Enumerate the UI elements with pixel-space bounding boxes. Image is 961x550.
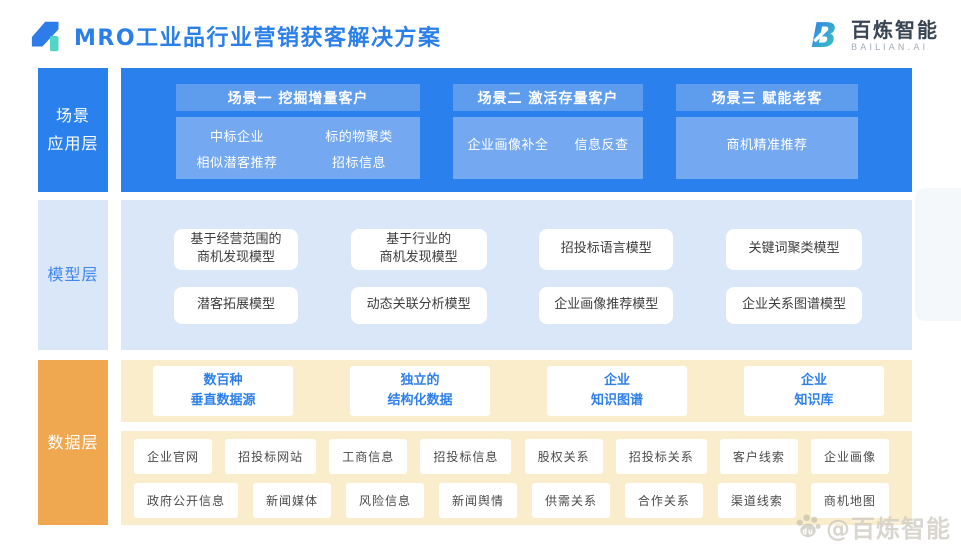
scenario-title: 场景二 激活存量客户: [453, 84, 643, 111]
model-box: 动态关联分析模型: [350, 286, 487, 324]
scenario-item: 中标企业: [209, 129, 264, 145]
model-box: 关键词聚类模型: [725, 229, 862, 270]
scenario-item: 商机精准推荐: [726, 137, 808, 153]
model-box: 企业画像推荐模型: [539, 286, 674, 324]
model-box: 企业关系图谱模型: [725, 286, 862, 324]
scenario-layer-label-line1: 场景: [55, 106, 90, 125]
scenario-item: 招标信息: [331, 155, 386, 171]
paw-icon: du: [796, 514, 821, 538]
watermark: du @百炼智能: [795, 509, 951, 544]
source-box: 企业官网: [134, 438, 213, 474]
source-box: 企业画像: [810, 438, 889, 474]
scenario-items: 商机精准推荐: [676, 117, 858, 179]
layer-scenario: 场景 应用层 场景一 挖掘增量客户 中标企业 标的物聚类 相似潜客推荐 招标信息…: [38, 68, 912, 192]
scenario-panel: 场景一 挖掘增量客户 中标企业 标的物聚类 相似潜客推荐 招标信息 场景二 激活…: [121, 68, 912, 192]
source-row: 企业官网 招投标网站 工商信息 招投标信息 股权关系 招投标关系 客户线索 企业…: [134, 438, 889, 474]
svg-text:B: B: [811, 16, 837, 56]
source-box: 渠道线索: [717, 482, 796, 518]
brand-lockup: B 百炼智能 BAILIAN.AI: [804, 16, 939, 56]
scenario-card-3: 场景三 赋能老客 商机精准推荐: [676, 84, 858, 179]
brand-subtitle: BAILIAN.AI: [851, 42, 929, 53]
layer-data: 数据层 数百种 垂直数据源 独立的 结构化数据 企业 知识图谱 企业 知识库: [38, 360, 912, 525]
page-title: MRO工业品行业营销获客解决方案: [74, 26, 442, 51]
scenario-card-1: 场景一 挖掘增量客户 中标企业 标的物聚类 相似潜客推荐 招标信息: [176, 84, 420, 179]
header: MRO工业品行业营销获客解决方案 B 百炼智能 BAILIAN.AI: [0, 0, 961, 68]
source-box: 政府公开信息: [134, 482, 239, 518]
svg-text:du: du: [802, 527, 814, 535]
brand-name: 百炼智能: [851, 17, 939, 42]
model-box: 招投标语言模型: [539, 229, 674, 270]
capability-box: 企业 知识图谱: [547, 365, 687, 417]
source-box: 商机地图: [810, 482, 889, 518]
capability-box: 企业 知识库: [744, 365, 884, 417]
scenario-layer-label: 场景 应用层: [38, 68, 108, 192]
source-row: 政府公开信息 新闻媒体 风险信息 新闻舆情 供需关系 合作关系 渠道线索 商机地…: [134, 482, 889, 518]
model-panel: 基于经营范围的 商机发现模型 基于行业的 商机发现模型 招投标语言模型 关键词聚…: [121, 200, 912, 350]
source-box: 股权关系: [524, 438, 603, 474]
scenario-item: 信息反查: [574, 137, 629, 153]
bailian-logo-icon: B: [811, 16, 837, 56]
scenario-card-2: 场景二 激活存量客户 企业画像补全 信息反查: [453, 84, 643, 179]
scenario-layer-label-line2: 应用层: [47, 134, 99, 153]
source-box: 客户线索: [719, 438, 798, 474]
source-box: 招投标信息: [420, 438, 512, 474]
brand-mark-icon: [31, 21, 59, 52]
model-layer-label: 模型层: [38, 200, 108, 350]
scenario-item: 企业画像补全: [467, 137, 549, 153]
capability-box: 独立的 结构化数据: [350, 365, 490, 417]
scenario-items: 企业画像补全 信息反查: [453, 117, 643, 179]
scenario-title: 场景一 挖掘增量客户: [176, 84, 420, 111]
brand-text: 百炼智能 BAILIAN.AI: [851, 17, 939, 53]
layer-model: 模型层 基于经营范围的 商机发现模型 基于行业的 商机发现模型 招投标语言模型 …: [38, 200, 912, 350]
data-capability-panel: 数百种 垂直数据源 独立的 结构化数据 企业 知识图谱 企业 知识库: [121, 360, 912, 422]
capability-box: 数百种 垂直数据源: [153, 365, 293, 417]
model-box: 基于经营范围的 商机发现模型: [174, 229, 298, 270]
model-box: 潜客拓展模型: [174, 286, 298, 324]
scenario-title: 场景三 赋能老客: [676, 84, 858, 111]
scenario-item: 相似潜客推荐: [196, 155, 278, 171]
scenario-item: 标的物聚类: [325, 129, 393, 145]
background-shape: [915, 188, 961, 321]
data-layer-label: 数据层: [38, 360, 108, 525]
watermark-text: @百炼智能: [826, 515, 951, 543]
source-box: 工商信息: [329, 438, 408, 474]
source-box: 招投标关系: [615, 438, 707, 474]
source-box: 合作关系: [624, 482, 703, 518]
source-box: 新闻舆情: [438, 482, 517, 518]
source-box: 供需关系: [531, 482, 610, 518]
scenario-items: 中标企业 标的物聚类 相似潜客推荐 招标信息: [176, 117, 420, 179]
data-source-panel: 企业官网 招投标网站 工商信息 招投标信息 股权关系 招投标关系 客户线索 企业…: [121, 431, 912, 525]
source-box: 招投标网站: [225, 438, 317, 474]
source-box: 风险信息: [345, 482, 424, 518]
source-box: 新闻媒体: [252, 482, 331, 518]
model-box: 基于行业的 商机发现模型: [350, 229, 487, 270]
